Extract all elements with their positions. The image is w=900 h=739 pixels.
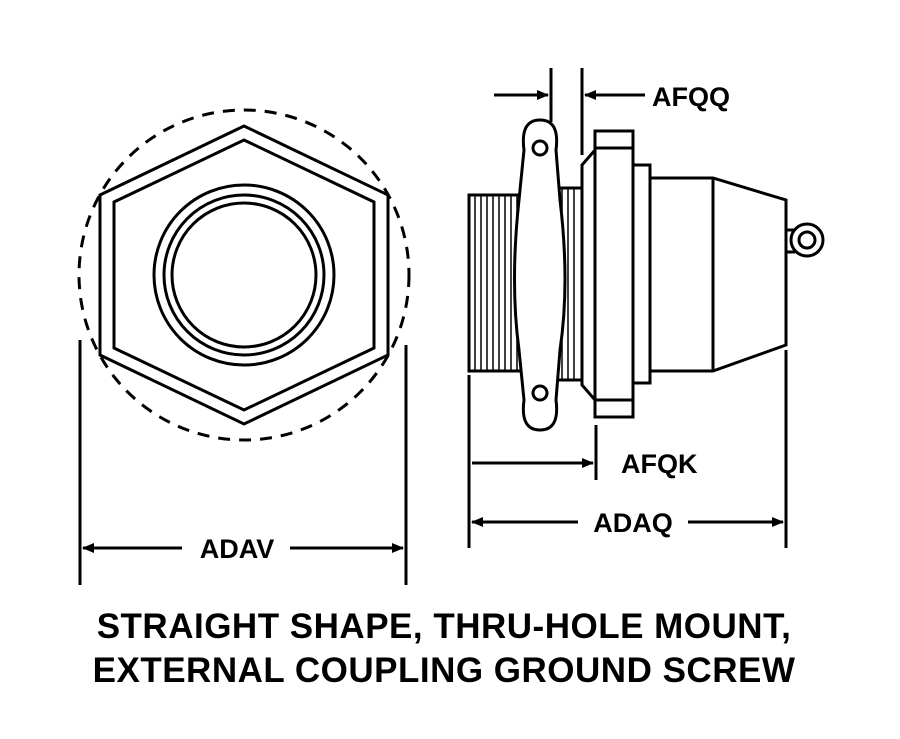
- ground-screw-hole: [797, 230, 817, 250]
- lug-hole-bottom: [531, 384, 549, 402]
- mounting-flange: [593, 129, 635, 419]
- front-view: [77, 108, 411, 442]
- hex-nut-outline: [98, 124, 390, 426]
- afqk-dimension: AFQK: [467, 375, 698, 548]
- outer-ring: [152, 183, 336, 367]
- tapered-body: [648, 176, 788, 373]
- inner-ring: [170, 201, 318, 349]
- lug-hole-top: [531, 139, 549, 157]
- caption-line-1: STRAIGHT SHAPE, THRU-HOLE MOUNT,: [97, 607, 792, 646]
- hex-nut-chamfer: [112, 138, 376, 412]
- collar: [631, 163, 652, 385]
- mounting-nut: [513, 118, 567, 432]
- side-view: [467, 118, 825, 432]
- afqk-label: AFQK: [621, 449, 698, 479]
- caption-line-2: EXTERNAL COUPLING GROUND SCREW: [93, 651, 796, 690]
- adav-label: ADAV: [200, 534, 275, 564]
- adaq-dimension: ADAQ: [471, 350, 788, 548]
- middle-ring: [162, 193, 326, 357]
- dashed-clearance-circle: [77, 108, 411, 442]
- adav-dimension: ADAV: [78, 340, 408, 585]
- lock-washer: [580, 145, 597, 405]
- ground-screw-lug: [789, 222, 825, 258]
- afqq-dimension: AFQQ: [494, 68, 730, 155]
- afqq-label: AFQQ: [652, 82, 730, 112]
- adaq-label: ADAQ: [593, 508, 673, 538]
